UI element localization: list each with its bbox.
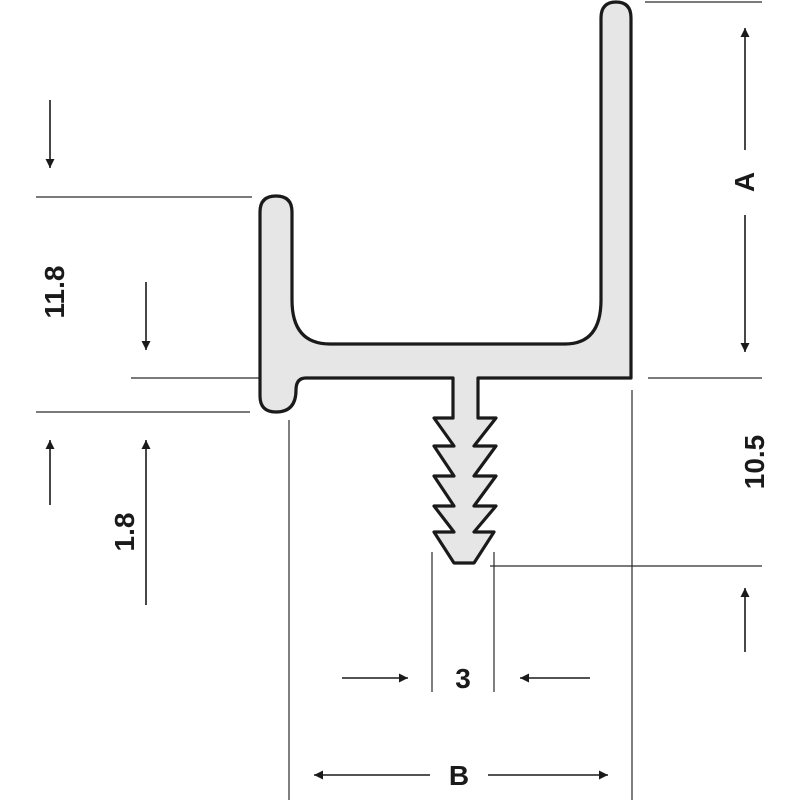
profile-cross-section [258,0,633,565]
dim-label-b: B [449,760,469,791]
dimension-arrows [45,28,750,780]
extension-lines [36,1,762,800]
dim-label-1-8: 1.8 [109,513,140,552]
dim-label-10-5: 10.5 [739,435,770,490]
dimension-labels: 11.8 1.8 A 10.5 3 B [39,172,770,791]
dim-label-a: A [729,172,760,192]
dim-label-3: 3 [455,663,471,694]
dim-label-11-8: 11.8 [39,266,70,319]
